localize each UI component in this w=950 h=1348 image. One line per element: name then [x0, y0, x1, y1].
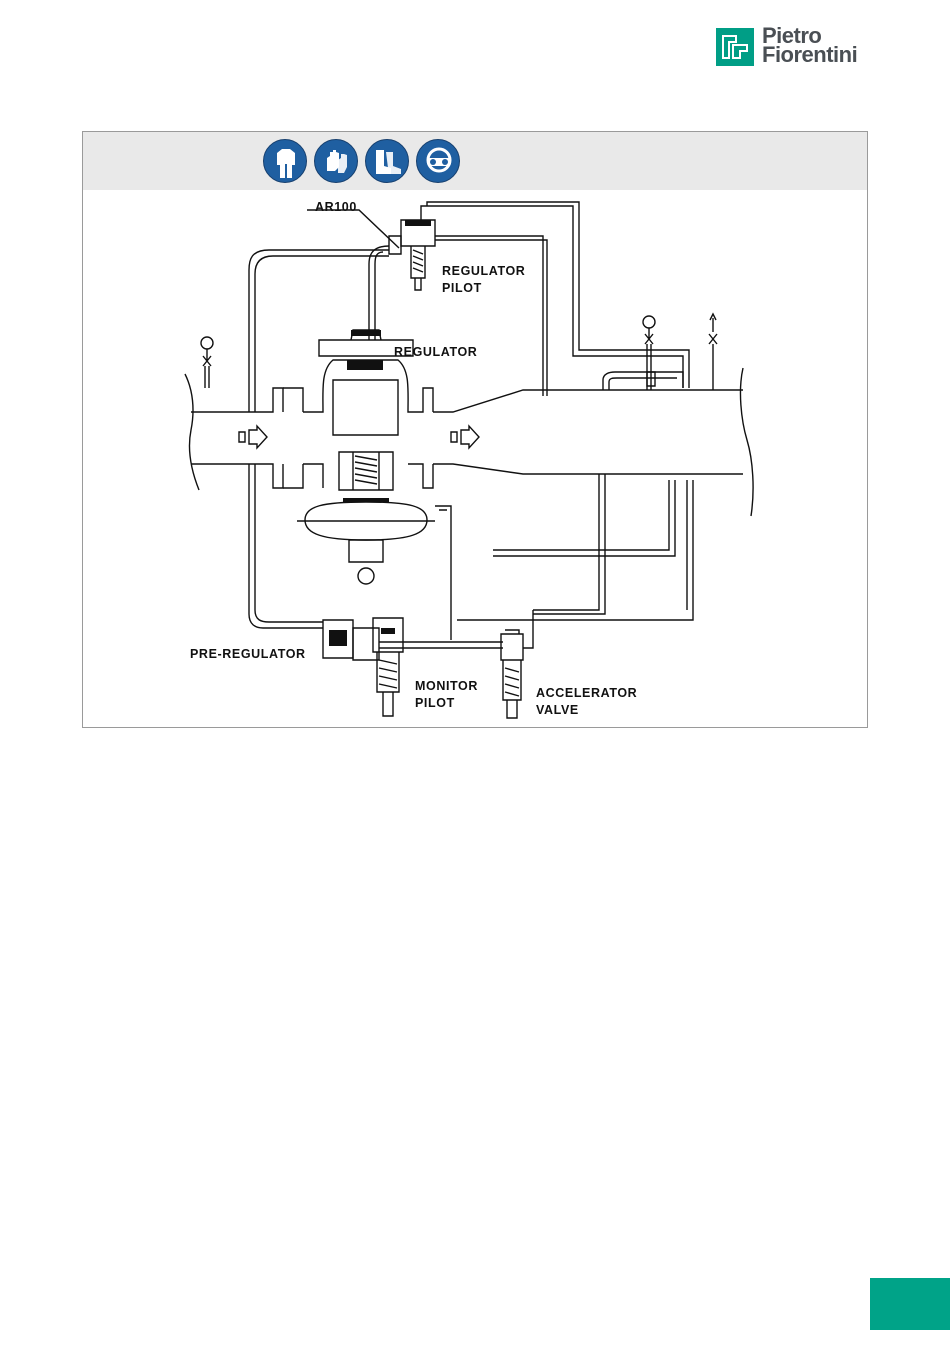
page-corner-tab — [870, 1278, 950, 1330]
brand-logo: Pietro Fiorentini — [716, 26, 876, 70]
label-regulator-pilot: REGULATOR PILOT — [442, 263, 525, 297]
protective-gloves-icon — [314, 139, 358, 183]
label-accelerator-valve: ACCELERATOR VALVE — [536, 685, 637, 719]
ppe-bar — [83, 132, 867, 190]
brand-logo-mark — [716, 28, 754, 66]
protective-clothing-icon — [263, 139, 307, 183]
label-ar100: AR100 — [315, 199, 357, 216]
brand-name-line2: Fiorentini — [762, 45, 857, 64]
brand-name: Pietro Fiorentini — [762, 26, 857, 64]
label-pre-regulator: PRE-REGULATOR — [190, 646, 306, 663]
safety-goggles-icon — [416, 139, 460, 183]
label-regulator: REGULATOR — [394, 344, 477, 361]
figure-box: AR100 REGULATOR PILOT REGULATOR PRE-REGU… — [82, 131, 868, 728]
safety-boots-icon — [365, 139, 409, 183]
label-monitor-pilot: MONITOR PILOT — [415, 678, 478, 712]
